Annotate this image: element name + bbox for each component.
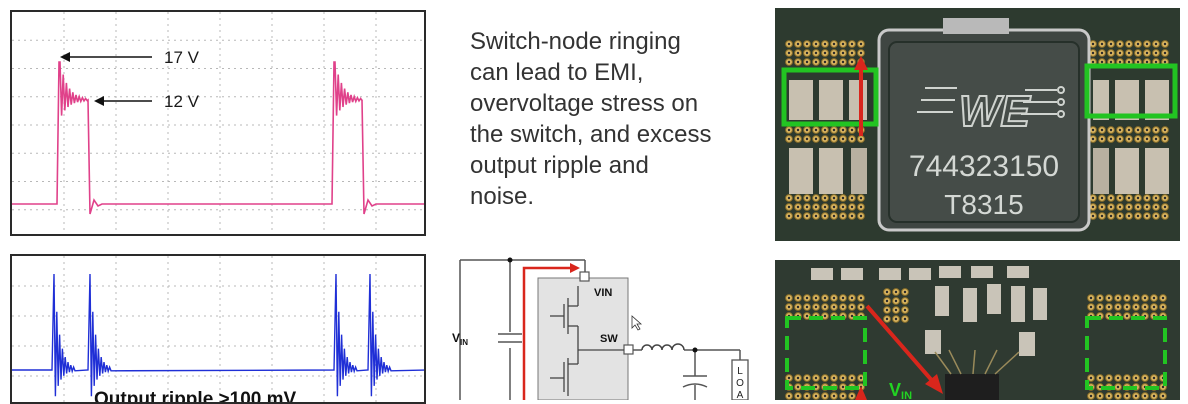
sw-pin [623,344,634,355]
inductor-terminal [943,18,1009,34]
input-current-arrowhead [925,374,943,394]
high-side-mosfet [550,286,624,351]
caption-line: can lead to EMI, [470,59,644,86]
hot-loop-arrowhead [570,263,580,273]
input-cap-highlight [781,67,879,127]
smd-components [811,266,1047,400]
logo-lines [917,86,1065,118]
output-ripple-label: Output ripple >100 mV [94,389,297,404]
input-cap-footprint-highlight [785,316,867,390]
part-number: 744323150 [909,150,1059,183]
peak-voltage-annotation: 17 V [164,48,199,67]
sw-pin-label: SW [600,333,618,345]
junction-dot [507,257,513,263]
output-ripple-trace [12,273,424,397]
manufacturer-logo: WE [959,87,1032,136]
load-letter: O [736,378,744,389]
switch-node-scope-capture: 17 V 12 V [10,10,426,236]
caption-text: Switch-node ringing can lead to EMI, ove… [470,26,760,212]
inductor-layout-photo: WE 744323150 T8315 [775,8,1180,241]
scope-grid [12,256,424,402]
caption-line: output ripple and [470,152,649,179]
vin-pcb-label: VIN [889,380,912,400]
caption-line: the switch, and excess [470,121,712,148]
capacitor-row [789,80,1169,194]
input-capacitor [498,333,522,343]
pcb-traces [934,349,1020,375]
via-grid [785,40,1169,220]
output-capacitor [682,375,708,388]
junction-dot [692,347,698,353]
switch-node-trace [12,61,424,215]
switch-node-waveform [12,12,424,234]
load-letter: A [737,390,744,400]
caption-line: noise. [470,183,535,210]
low-side-mosfet [550,350,579,396]
lot-code: T8315 [944,189,1023,220]
pcb-photo-top: WE 744323150 T8315 [775,8,1180,241]
caption-line: overvoltage stress on [470,90,699,117]
pcb-photo-bottom: VIN [775,260,1180,400]
output-cap-highlight [1084,63,1178,119]
scope-grid [12,12,424,234]
converter-layout-photo: VIN [775,260,1180,400]
caption-line: Switch-node ringing [470,28,681,55]
output-ripple-waveform [12,256,424,402]
mouse-cursor-icon [631,315,643,331]
output-cap-footprint-highlight [1085,316,1167,390]
input-current-arrow [865,304,937,386]
plateau-voltage-annotation: 12 V [164,92,199,111]
buck-converter-schematic: L O A VIN VIN SW [452,257,749,400]
annotation-arrows [60,52,152,106]
inductor-coil [641,343,685,351]
vin-input-label: VIN [452,331,468,347]
load-letter: L [737,366,743,377]
current-path-arrowhead [854,56,868,70]
vin-pin [579,271,590,282]
load-resistor-box [731,359,749,400]
return-current-arrowhead [855,386,867,400]
hot-loop-arrow [522,266,574,400]
output-ripple-scope-capture: Output ripple >100 mV [10,254,426,404]
vin-pin-label: VIN [594,287,612,299]
